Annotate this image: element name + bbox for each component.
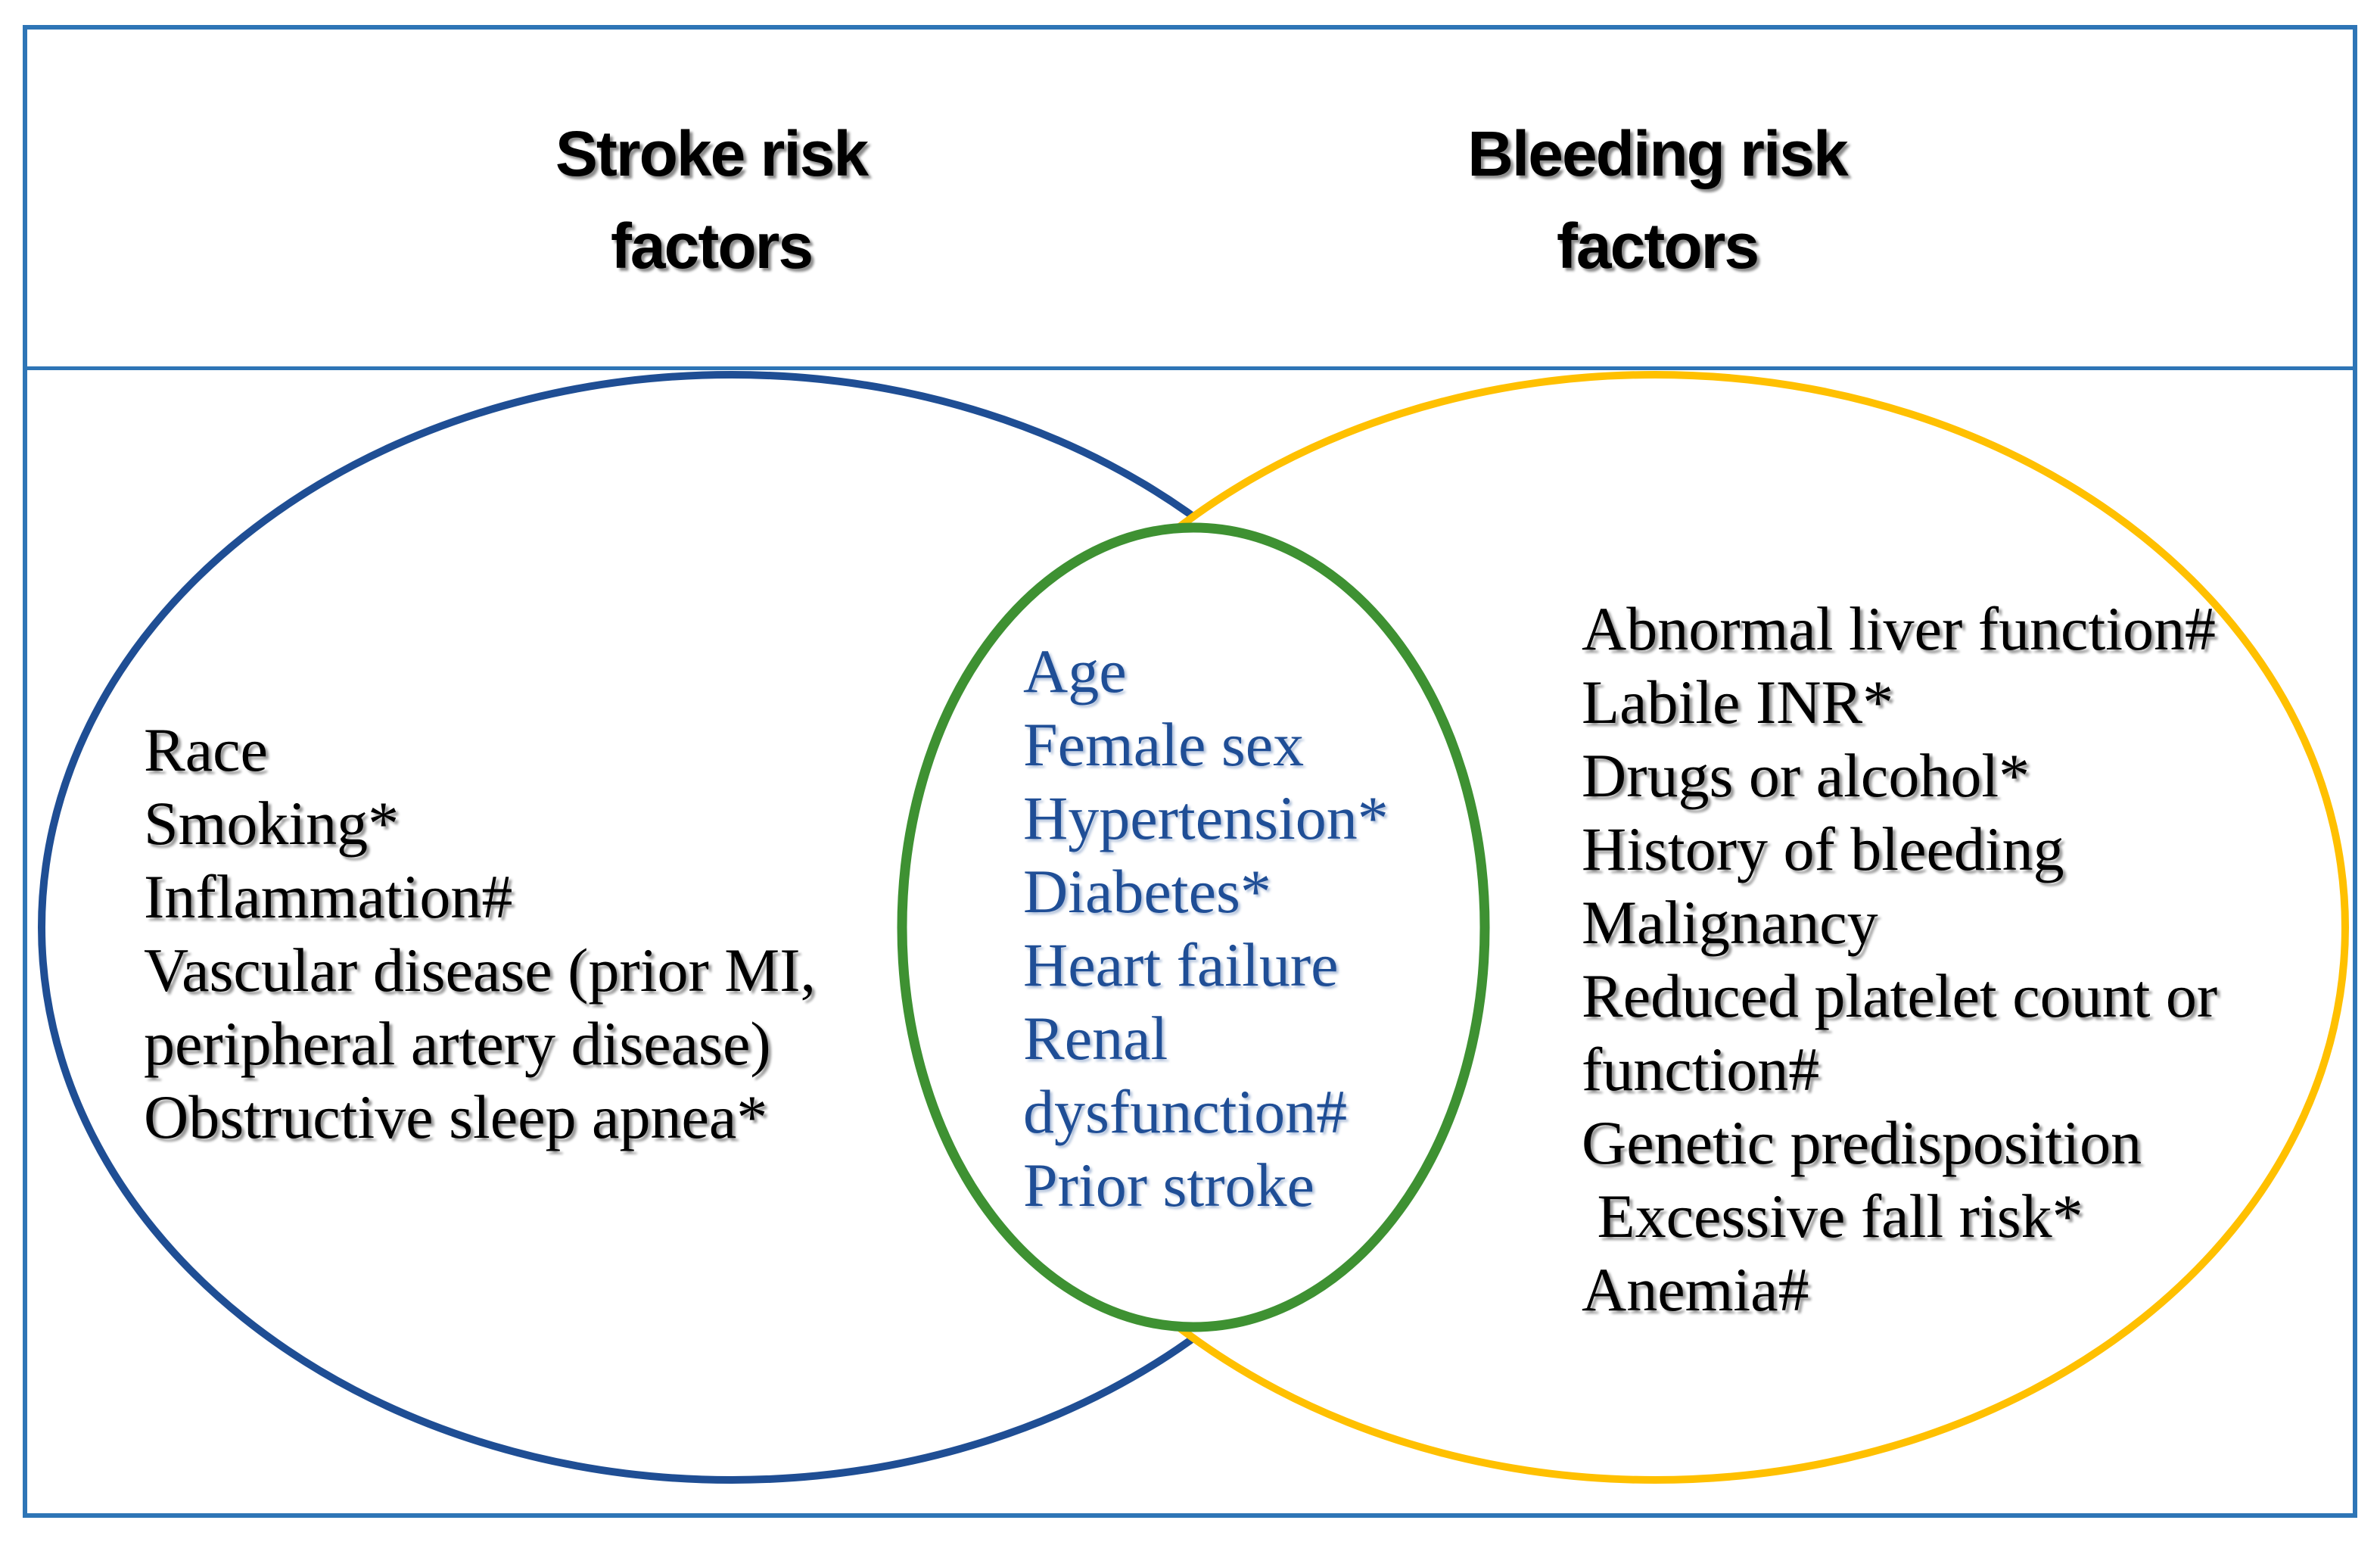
list-item: Prior stroke (1023, 1151, 1314, 1220)
list-item: Smoking* (144, 789, 400, 858)
bleeding-risk-items: Abnormal liver function#Labile INR*Drugs… (1582, 592, 2217, 1326)
list-item: Reduced platelet count or (1582, 961, 2218, 1030)
list-item: Labile INR* (1582, 668, 1894, 737)
header-divider (25, 366, 2355, 370)
list-item: Drugs or alcohol* (1582, 741, 2030, 810)
list-item: Heart failure (1023, 930, 1339, 999)
list-item: Female sex (1023, 710, 1305, 779)
list-item: function# (1582, 1035, 1820, 1104)
list-item: Anemia# (1582, 1255, 1809, 1324)
list-item: Vascular disease (prior MI, (144, 936, 817, 1005)
list-item: Genetic predisposition (1582, 1108, 2142, 1177)
stroke-risk-title-line1: Stroke risk (555, 118, 869, 189)
bleeding-risk-title: Bleeding risk factors (1317, 107, 1998, 292)
list-item: Abnormal liver function# (1582, 594, 2217, 663)
list-item: Hypertension* (1023, 783, 1389, 852)
list-item: Obstructive sleep apnea* (144, 1083, 768, 1151)
list-item: Diabetes* (1023, 857, 1271, 926)
list-item: Excessive fall risk* (1582, 1182, 2083, 1251)
list-item: Malignancy (1582, 888, 1878, 957)
list-item: Inflammation# (144, 862, 513, 931)
bleeding-risk-title-line1: Bleeding risk (1467, 118, 1849, 189)
list-item: Renal (1023, 1004, 1168, 1073)
list-item: History of bleeding (1582, 815, 2064, 883)
list-item: peripheral artery disease) (144, 1009, 771, 1078)
list-item: Race (144, 715, 268, 784)
overlap-ellipse (897, 522, 1490, 1332)
list-item: dysfunction# (1023, 1077, 1348, 1146)
stroke-risk-title-line2: factors (610, 210, 814, 282)
list-item: Age (1023, 637, 1127, 706)
bleeding-risk-title-line2: factors (1556, 210, 1759, 282)
stroke-risk-title: Stroke risk factors (371, 107, 1052, 292)
